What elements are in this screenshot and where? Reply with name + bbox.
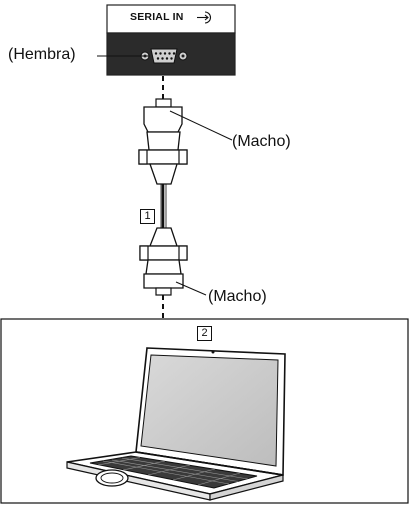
laptop-computer <box>66 347 286 501</box>
input-arrow-icon <box>197 11 211 24</box>
computer-callout: 2 <box>197 326 212 341</box>
bottom-cable-plug <box>139 227 188 296</box>
cable-callout: 1 <box>140 209 155 224</box>
serial-in-port-label: SERIAL IN <box>130 11 184 23</box>
macho-top-leader-line <box>169 110 233 141</box>
macho-bottom-label: (Macho) <box>208 288 267 305</box>
display-panel <box>106 4 236 76</box>
computer-frame <box>0 318 409 504</box>
macho-top-label: (Macho) <box>232 133 291 150</box>
macho-bottom-leader-line <box>175 281 207 296</box>
serial-cable <box>160 184 167 228</box>
serial-port-connector <box>140 48 188 64</box>
hembra-label: (Hembra) <box>8 46 76 63</box>
top-cable-plug <box>138 98 188 185</box>
